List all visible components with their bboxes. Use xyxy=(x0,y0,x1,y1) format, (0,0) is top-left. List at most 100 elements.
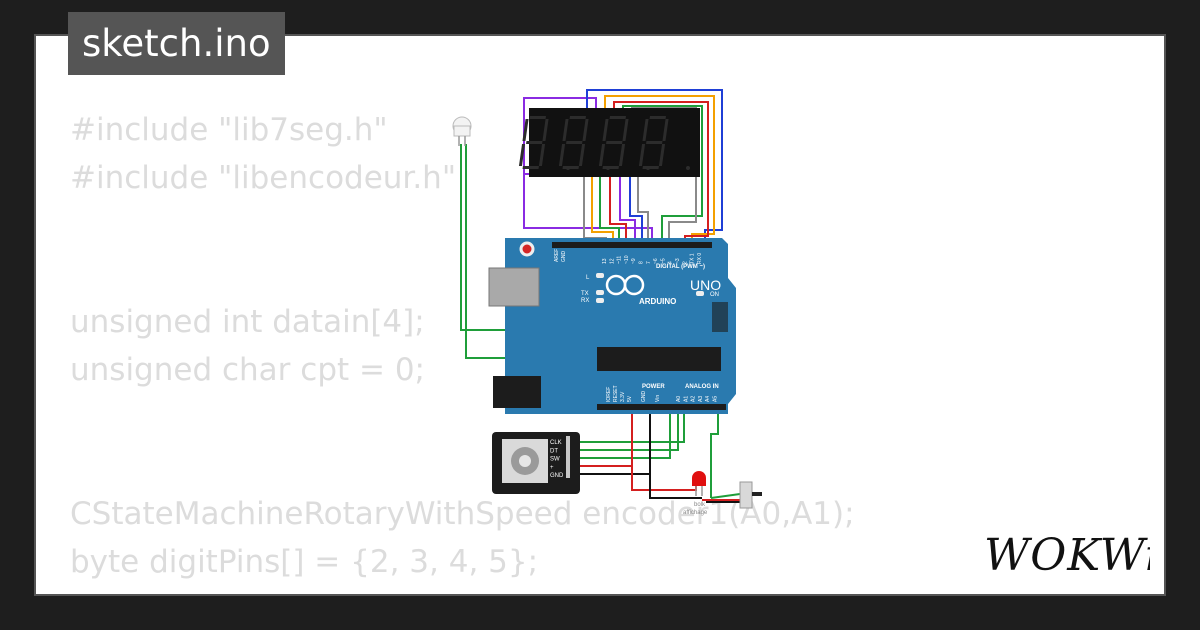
code-line: byte digitPins[] = {2, 3, 4, 5}; xyxy=(70,544,539,580)
l-label: L xyxy=(586,275,590,281)
wire-red xyxy=(609,174,627,244)
v33-label: 3.3V xyxy=(620,391,626,402)
segment xyxy=(622,119,629,141)
gnd-label: GND xyxy=(561,251,567,263)
reset-label: RESET xyxy=(613,385,619,402)
power-label: POWER xyxy=(642,384,665,390)
digital-pin-label: RX 0 xyxy=(697,253,703,264)
code-line: unsigned int datain[4]; xyxy=(70,304,425,340)
encoder-pin-label: + xyxy=(550,465,554,471)
segment xyxy=(518,144,526,166)
segment xyxy=(658,144,666,166)
segment xyxy=(646,141,663,144)
v5-label: 5V xyxy=(627,395,633,402)
ioref-label: IOREF xyxy=(606,387,612,402)
wire-purple xyxy=(523,97,597,175)
analog-pin-label: A2 xyxy=(691,396,697,402)
wire-green xyxy=(599,174,620,244)
segment xyxy=(526,141,543,144)
segment xyxy=(569,116,586,119)
segment xyxy=(529,116,546,119)
wire-gray xyxy=(583,174,607,244)
wokwi-logo: WOKWi xyxy=(984,530,1150,581)
segment xyxy=(562,119,569,141)
analog-label: ANALOG IN xyxy=(685,384,719,390)
board-brand: ARDUINO xyxy=(639,297,676,306)
segment xyxy=(602,119,609,141)
digital-pin-label: TX 1 xyxy=(690,253,696,264)
digital-pin-label: ~5 xyxy=(660,258,666,264)
digital-pin-label: 8 xyxy=(639,261,645,264)
digital-pin-label: 4 xyxy=(668,261,674,264)
wire-blue xyxy=(629,174,643,244)
rx-label: RX xyxy=(581,298,589,304)
segment xyxy=(538,144,546,166)
wire-purple xyxy=(523,174,653,244)
on-label: ON xyxy=(710,292,719,298)
segment xyxy=(522,166,539,169)
tx-label: TX xyxy=(581,291,589,297)
aref-label: AREF xyxy=(554,249,560,262)
gnd2-label: GND xyxy=(641,391,647,403)
preview-card: #include "lib7seg.h" #include "libencodeu… xyxy=(34,34,1166,596)
analog-pin-label: A5 xyxy=(713,396,719,402)
encoder-pin-label: DT xyxy=(550,448,558,454)
decimal-point xyxy=(686,166,690,170)
led-white[interactable] xyxy=(452,116,472,146)
segment xyxy=(649,116,666,119)
sketch-title-tab: sketch.ino xyxy=(68,12,285,75)
segment xyxy=(558,144,566,166)
wire-green xyxy=(622,105,703,244)
analog-pin-label: A4 xyxy=(705,396,711,402)
segment xyxy=(566,141,583,144)
wire-green xyxy=(570,402,685,443)
code-line: byte segmentPins[] = {6, 7, 8, 9, 10, 11… xyxy=(70,586,855,594)
segment xyxy=(642,166,659,169)
wire-red xyxy=(613,101,709,244)
digital-pin-label: 7 xyxy=(646,261,652,264)
digital-pin-label: 12 xyxy=(609,258,615,264)
code-line: #include "lib7seg.h" xyxy=(70,112,388,148)
segment xyxy=(542,119,549,141)
digital-pin-label: ~3 xyxy=(675,258,681,264)
segment xyxy=(598,144,606,166)
wire-gray xyxy=(637,174,649,244)
encoder-pin-label: CLK xyxy=(550,440,562,446)
led-red[interactable] xyxy=(692,471,706,496)
rotary-encoder[interactable]: CLK DT SW + GND xyxy=(492,432,580,494)
arduino-uno-board[interactable]: ARDUINO UNO DIGITAL (PWM ~) ANALOG IN PO… xyxy=(488,238,736,414)
segment xyxy=(606,141,623,144)
encoder-pin-label: SW xyxy=(550,457,560,463)
segment xyxy=(662,119,669,141)
segment xyxy=(602,166,619,169)
logo-text: WOKWi xyxy=(984,530,1150,581)
vin-label: Vin xyxy=(655,395,661,402)
code-line: CStateMachineRotaryWithSpeed encoder1(A0… xyxy=(70,496,855,532)
wire-black xyxy=(649,474,702,499)
segment xyxy=(522,119,529,141)
segment xyxy=(562,166,579,169)
digital-pin-label: ~6 xyxy=(653,258,659,264)
segment xyxy=(582,119,589,141)
circuit-diagram: ARDUINO UNO DIGITAL (PWM ~) ANALOG IN PO… xyxy=(452,89,762,516)
segment xyxy=(642,119,649,141)
seven-segment-display[interactable] xyxy=(518,108,700,177)
digital-pin-label: 2 xyxy=(682,261,688,264)
code-preview: #include "lib7seg.h" #include "libencodeu… xyxy=(70,106,855,594)
digital-pin-label: 13 xyxy=(602,258,608,264)
digital-pin-label: ~10 xyxy=(624,255,630,264)
segment xyxy=(638,144,646,166)
analog-pin-label: A1 xyxy=(683,396,689,402)
code-line: #include "libencodeur.h" xyxy=(70,160,457,196)
digital-label: DIGITAL (PWM ~) xyxy=(656,264,705,270)
segment xyxy=(618,144,626,166)
segment xyxy=(578,144,586,166)
encoder-pin-label: GND xyxy=(550,473,564,479)
segment xyxy=(609,116,626,119)
wire-green xyxy=(710,493,741,499)
wire-purple xyxy=(619,174,636,244)
wire-red xyxy=(631,466,697,491)
analog-pin-label: A0 xyxy=(676,396,682,402)
